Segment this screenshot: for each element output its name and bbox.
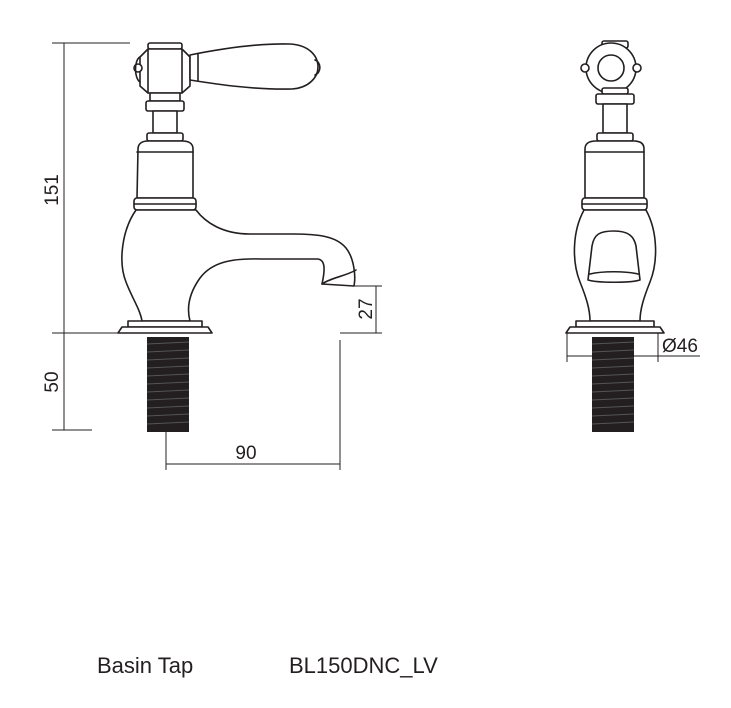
dimension-50-label: 50	[42, 371, 63, 392]
front-shroud	[581, 140, 648, 211]
dimension-lines	[52, 42, 700, 470]
front-spout-outlet	[587, 230, 641, 284]
side-view	[117, 42, 357, 334]
front-view	[565, 40, 665, 334]
body-shroud	[133, 140, 197, 211]
product-name: Basin Tap	[97, 653, 194, 678]
spindle	[145, 92, 185, 142]
threaded-tail-side	[146, 337, 190, 432]
dimension-diameter-label: Ø46	[662, 336, 698, 357]
dimension-90-label: 90	[235, 443, 256, 464]
handle-end	[580, 40, 642, 95]
spout-body	[121, 209, 356, 322]
dimension-151-label: 151	[42, 174, 63, 206]
lever-handle	[133, 42, 321, 94]
spout-outlet	[321, 269, 357, 285]
front-spindle	[595, 93, 635, 142]
threaded-tail-front	[591, 337, 635, 432]
front-base-flange	[565, 320, 665, 334]
dimension-27-label: 27	[356, 298, 377, 319]
product-code: BL150DNC_LV	[289, 653, 438, 678]
base-flange	[117, 320, 213, 334]
